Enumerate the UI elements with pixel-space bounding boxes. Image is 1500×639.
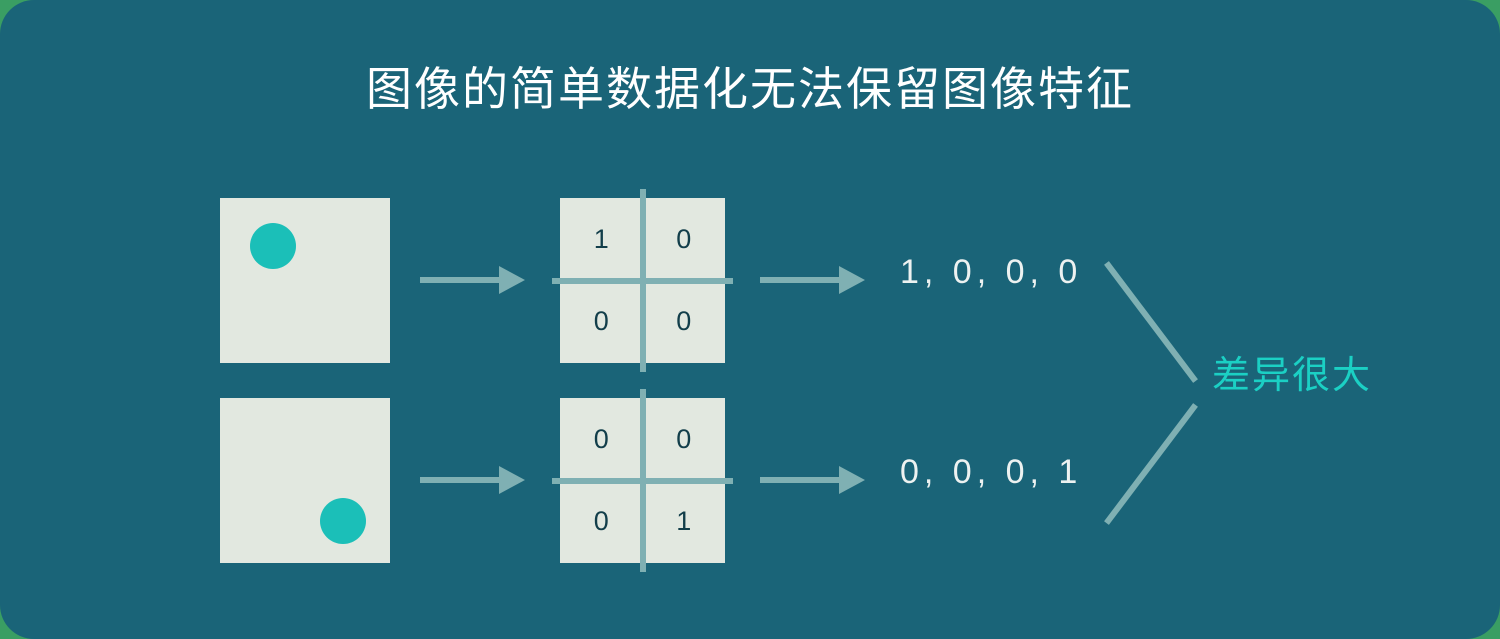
pipeline-row: 0 0 0 1 0, 0, 0, 1 [0, 380, 1500, 580]
page-title: 图像的简单数据化无法保留图像特征 [366, 63, 1134, 115]
arrow-shaft [420, 277, 502, 283]
pipeline-row: 1 0 0 0 1, 0, 0, 0 [0, 180, 1500, 380]
matrix-grid-1: 0 0 0 1 [552, 389, 733, 572]
matrix-cell: 0 [676, 306, 692, 337]
arrow-right-icon [760, 263, 865, 297]
arrow-shaft [760, 477, 842, 483]
vector-text-0: 1, 0, 0, 0 [900, 253, 1083, 291]
matrix-cell: 1 [676, 506, 692, 537]
arrow-right-icon [420, 463, 525, 497]
arrow-head [499, 266, 525, 294]
matrix-cell: 0 [593, 306, 609, 337]
difference-label: 差异很大 [1212, 355, 1373, 397]
sample-image-0 [220, 198, 390, 363]
matrix-cell: 0 [593, 423, 609, 454]
image-dot-icon [250, 223, 296, 269]
arrow-shaft [420, 477, 502, 483]
matrix-cell: 0 [593, 506, 609, 537]
arrow-shaft [760, 277, 842, 283]
matrix-cell: 0 [676, 223, 692, 254]
vector-text-1: 0, 0, 0, 1 [900, 453, 1083, 491]
arrow-head [499, 466, 525, 494]
matrix-grid-0: 1 0 0 0 [552, 189, 733, 372]
matrix-horizontal-divider [552, 277, 733, 284]
arrow-head [839, 466, 865, 494]
matrix-cell: 0 [676, 423, 692, 454]
arrow-right-icon [420, 263, 525, 297]
arrow-head [839, 266, 865, 294]
sample-image-1 [220, 398, 390, 563]
arrow-right-icon [760, 463, 865, 497]
matrix-horizontal-divider [552, 477, 733, 484]
matrix-cell: 1 [593, 223, 609, 254]
image-dot-icon [320, 498, 366, 544]
